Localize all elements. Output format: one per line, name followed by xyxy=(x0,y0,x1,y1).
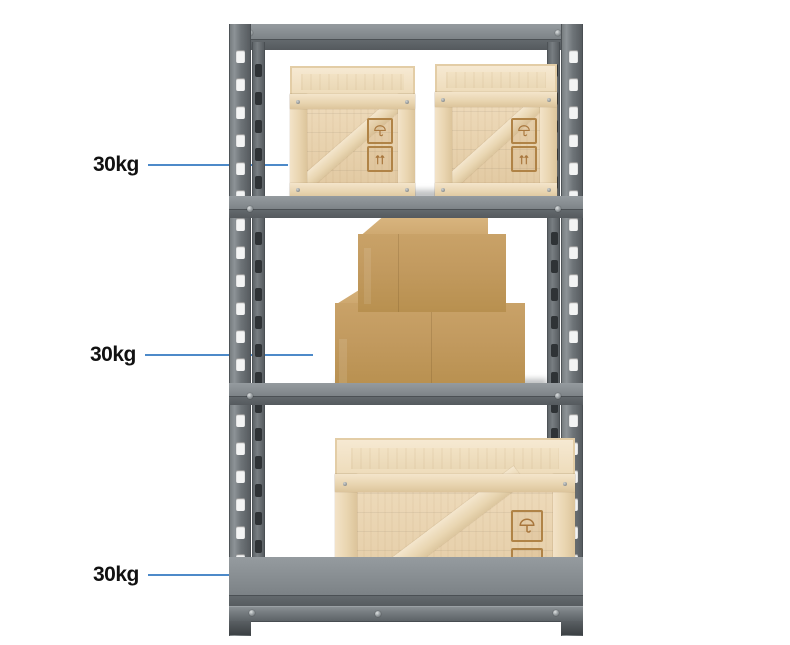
callout-label: 30kg xyxy=(93,153,139,176)
shelf-deck-2 xyxy=(229,383,583,405)
keep-dry-icon xyxy=(511,118,537,144)
slot-column xyxy=(255,42,264,622)
upright-post-front-left xyxy=(229,24,251,636)
foot-left xyxy=(229,621,251,635)
crate-bottom-rail xyxy=(290,183,415,198)
leader-line xyxy=(147,164,288,166)
crate-front-face xyxy=(290,94,415,198)
crate-corner-rail xyxy=(435,92,452,198)
callout-label: 30kg xyxy=(93,563,139,586)
crate-lid xyxy=(435,64,557,94)
shelf-deck-3 xyxy=(229,557,583,607)
shelving-unit xyxy=(225,14,587,642)
callout-top-shelf-capacity: 30kg xyxy=(93,150,288,180)
callout-label: 30kg xyxy=(90,343,136,366)
crate-lid xyxy=(290,66,415,96)
crate-corner-rail xyxy=(290,94,307,198)
crate-top-rail xyxy=(435,92,557,107)
crate-corner-rail xyxy=(398,94,415,198)
foot-right xyxy=(561,621,583,635)
leader-line xyxy=(144,354,313,356)
this-way-up-icon xyxy=(511,146,537,172)
carton-upper xyxy=(358,218,506,312)
crate-corner-rail xyxy=(540,92,557,198)
callout-middle-shelf-capacity: 30kg xyxy=(90,340,313,370)
crate-top-right xyxy=(435,64,557,198)
slot-column xyxy=(236,24,245,636)
crate-front-face xyxy=(435,92,557,198)
crate-top-rail xyxy=(335,474,575,492)
crate-bottom-rail xyxy=(435,183,557,198)
keep-dry-icon xyxy=(367,118,393,144)
crate-top-left xyxy=(290,66,415,198)
carton-lower xyxy=(335,283,525,387)
base-beam xyxy=(229,606,583,622)
shelf-deck-1 xyxy=(229,196,583,218)
shelf-deck-top xyxy=(229,24,583,50)
keep-dry-icon xyxy=(511,510,543,542)
this-way-up-icon xyxy=(367,146,393,172)
crate-lid xyxy=(335,438,575,476)
upright-post-rear-left xyxy=(252,42,265,622)
crate-top-rail xyxy=(290,94,415,109)
